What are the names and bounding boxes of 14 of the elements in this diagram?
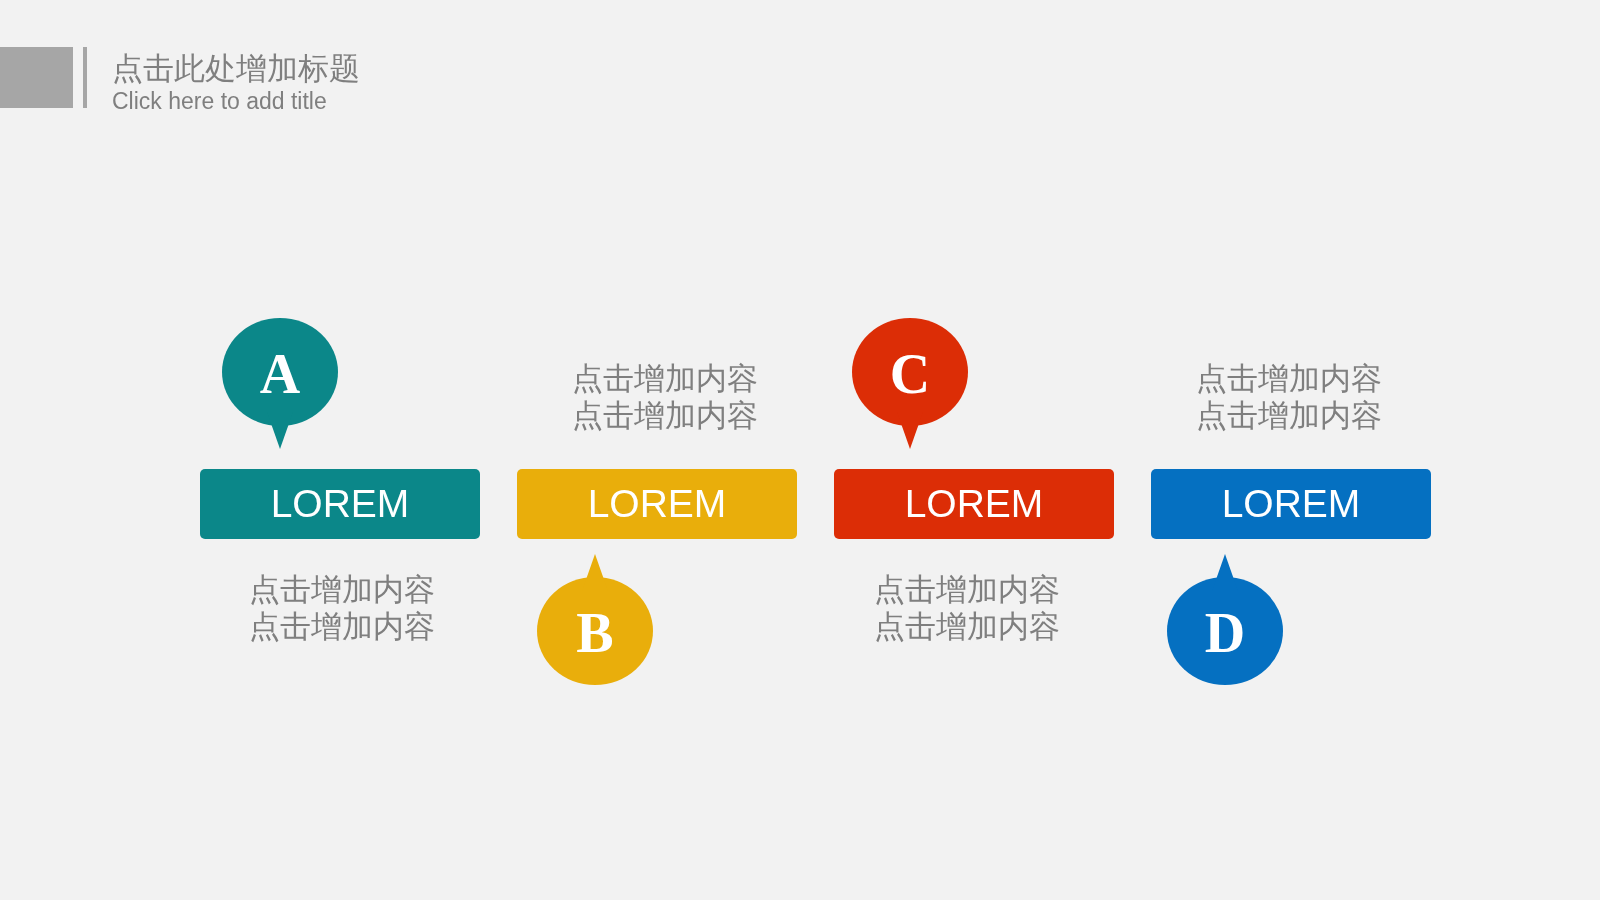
label-bar: LOREM <box>1151 469 1431 539</box>
slide-title: 点击此处增加标题 <box>112 49 360 88</box>
label-bar: LOREM <box>834 469 1114 539</box>
pin-letter: A <box>259 346 301 402</box>
content-text: 点击增加内容点击增加内容 <box>571 360 760 434</box>
pin-letter: C <box>889 346 931 402</box>
content-text: 点击增加内容点击增加内容 <box>248 571 437 645</box>
slide-subtitle: Click here to add title <box>112 87 327 116</box>
label-bar: LOREM <box>200 469 480 539</box>
pin-letter: D <box>1204 605 1246 661</box>
pin-letter: B <box>576 605 614 661</box>
content-text: 点击增加内容点击增加内容 <box>873 571 1062 645</box>
content-text: 点击增加内容点击增加内容 <box>1195 360 1384 434</box>
label-bar: LOREM <box>517 469 797 539</box>
